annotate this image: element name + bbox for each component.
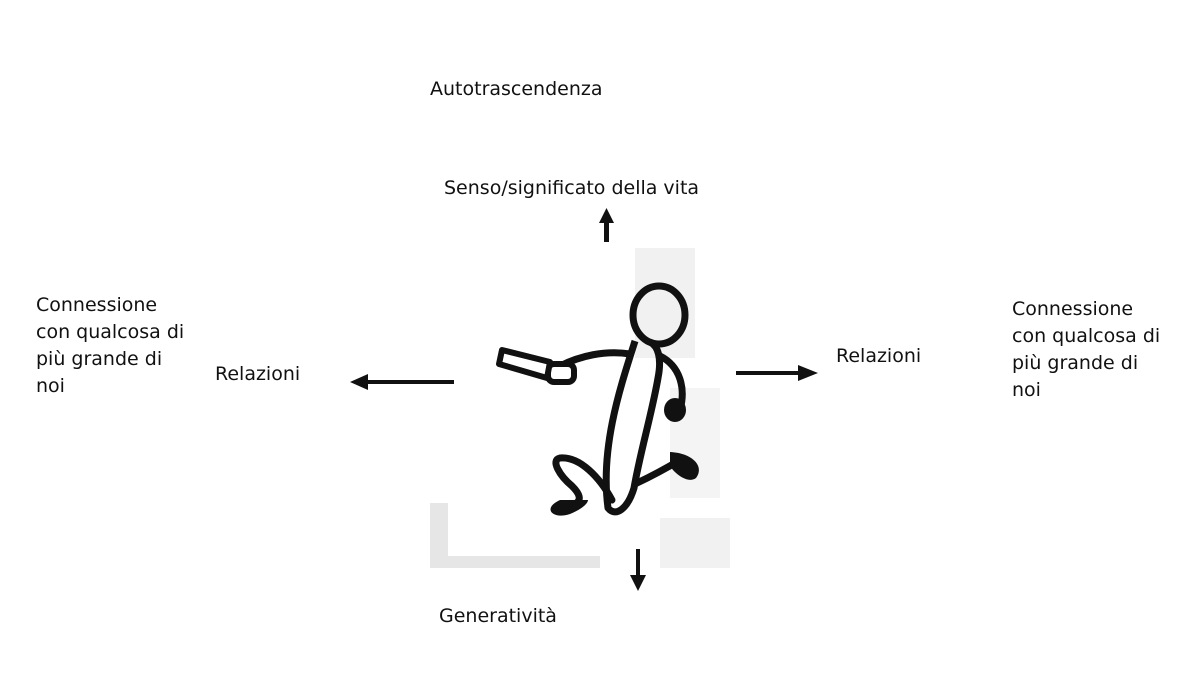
arrow-right bbox=[736, 365, 818, 381]
stick-figure-icon bbox=[430, 248, 730, 568]
label-autotrascendenza: Autotrascendenza bbox=[430, 78, 603, 100]
label-connessione-right: Connessione con qualcosa di più grande d… bbox=[1012, 298, 1161, 401]
arrow-up bbox=[599, 208, 614, 242]
label-relazioni-left: Relazioni bbox=[215, 363, 301, 385]
label-senso-significato: Senso/significato della vita bbox=[444, 177, 700, 199]
label-relazioni-right: Relazioni bbox=[836, 345, 922, 367]
label-connessione-left: Connessione con qualcosa di più grande d… bbox=[36, 294, 185, 397]
label-generativita: Generatività bbox=[439, 605, 557, 627]
